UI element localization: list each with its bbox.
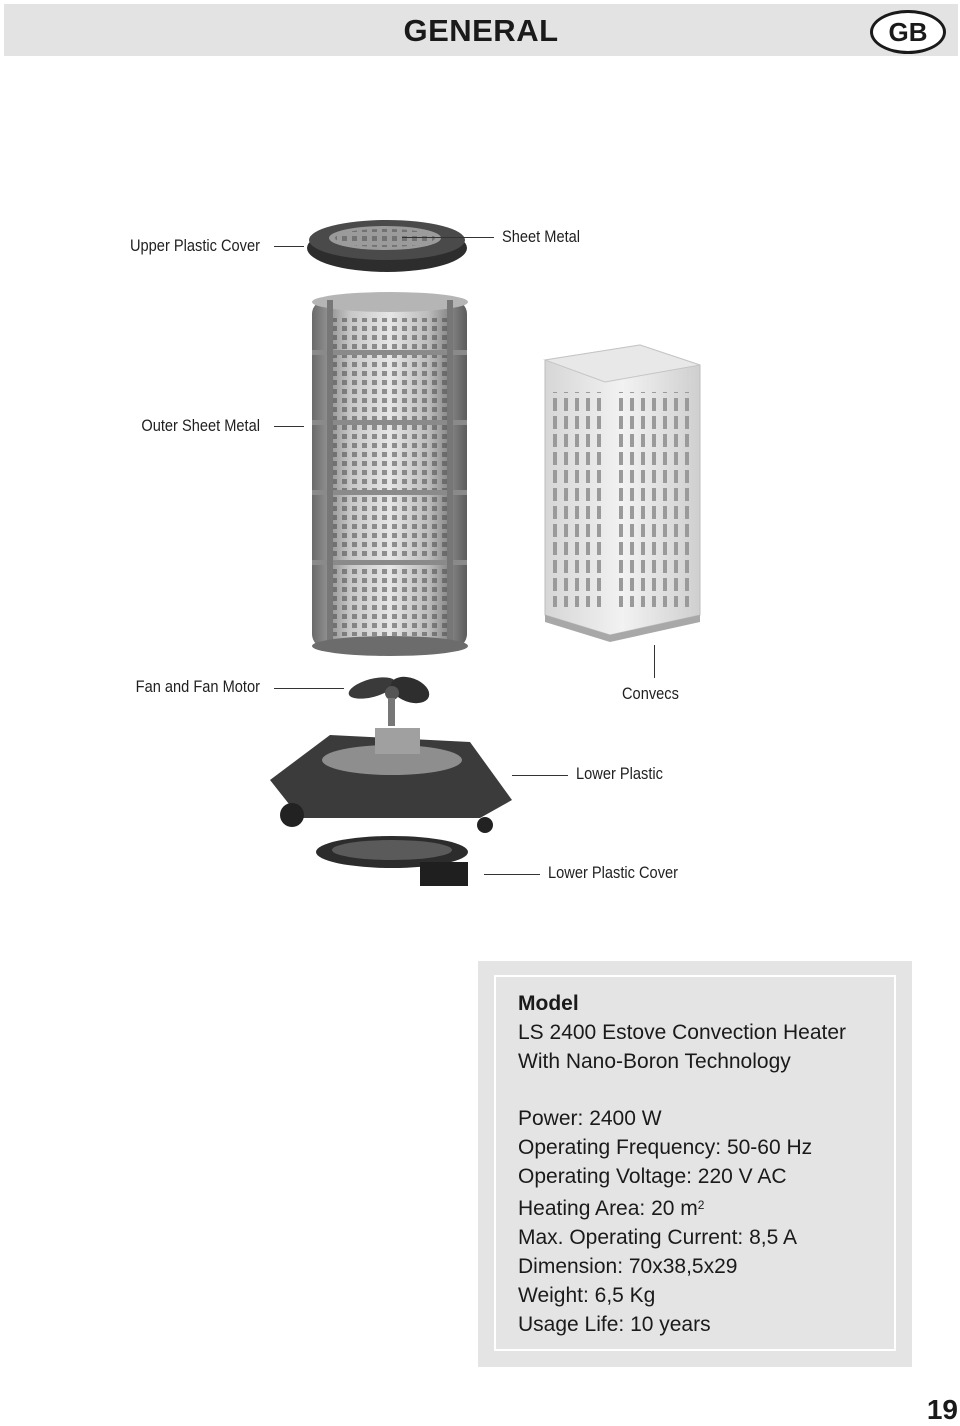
spec-gap <box>518 1076 846 1104</box>
leader-convecs <box>654 645 655 678</box>
spec-usage-life: Usage Life: 10 years <box>518 1313 711 1336</box>
spec-voltage: Operating Voltage: 220 V AC <box>518 1165 787 1188</box>
spec-model-heading: Model <box>518 992 579 1015</box>
outer-sheet-metal-part <box>312 292 468 656</box>
label-sheet-metal: Sheet Metal <box>502 227 581 246</box>
spec-box: Model LS 2400 Estove Convection Heater W… <box>478 961 912 1367</box>
lower-plastic-cover-part <box>316 836 468 886</box>
label-lower-plastic: Lower Plastic <box>576 764 663 783</box>
label-outer-sheet-metal: Outer Sheet Metal <box>141 416 260 435</box>
spec-heating-area-row: Heating Area: 20 m2 <box>518 1191 846 1223</box>
label-lower-plastic-cover: Lower Plastic Cover <box>548 863 679 882</box>
spec-box-border <box>494 975 896 1351</box>
leader-upper-plastic-cover <box>274 246 304 247</box>
spec-dimension: Dimension: 70x38,5x29 <box>518 1255 738 1278</box>
lower-plastic-part <box>270 728 512 833</box>
upper-plastic-cover-part <box>307 220 467 272</box>
label-fan-and-fan-motor: Fan and Fan Motor <box>135 677 260 696</box>
language-badge: GB <box>870 10 946 54</box>
spec-model-line2: With Nano-Boron Technology <box>518 1050 791 1073</box>
spec-heating-area-sup: 2 <box>697 1198 705 1212</box>
fan-part <box>348 676 430 726</box>
page-header: GENERAL GB <box>4 4 958 56</box>
spec-text: Model LS 2400 Estove Convection Heater W… <box>518 989 846 1339</box>
leader-lower-plastic-cover <box>484 874 540 875</box>
convecs-part <box>543 344 701 642</box>
leader-lower-plastic <box>512 775 568 776</box>
spec-current: Max. Operating Current: 8,5 A <box>518 1226 797 1249</box>
label-convecs: Convecs <box>622 684 679 703</box>
page-number: 19 <box>926 1394 958 1425</box>
label-upper-plastic-cover: Upper Plastic Cover <box>129 236 260 255</box>
exploded-diagram <box>270 220 701 886</box>
leader-sheet-metal <box>402 237 494 238</box>
spec-heating-area: Heating Area: 20 m <box>518 1197 698 1220</box>
leader-outer-sheet-metal <box>274 426 304 427</box>
spec-weight: Weight: 6,5 Kg <box>518 1284 656 1307</box>
leader-fan-and-fan-motor <box>274 688 344 689</box>
spec-power: Power: 2400 W <box>518 1107 662 1130</box>
spec-model-line1: LS 2400 Estove Convection Heater <box>518 1021 847 1044</box>
page-title: GENERAL <box>403 13 559 48</box>
spec-frequency: Operating Frequency: 50-60 Hz <box>518 1136 813 1159</box>
